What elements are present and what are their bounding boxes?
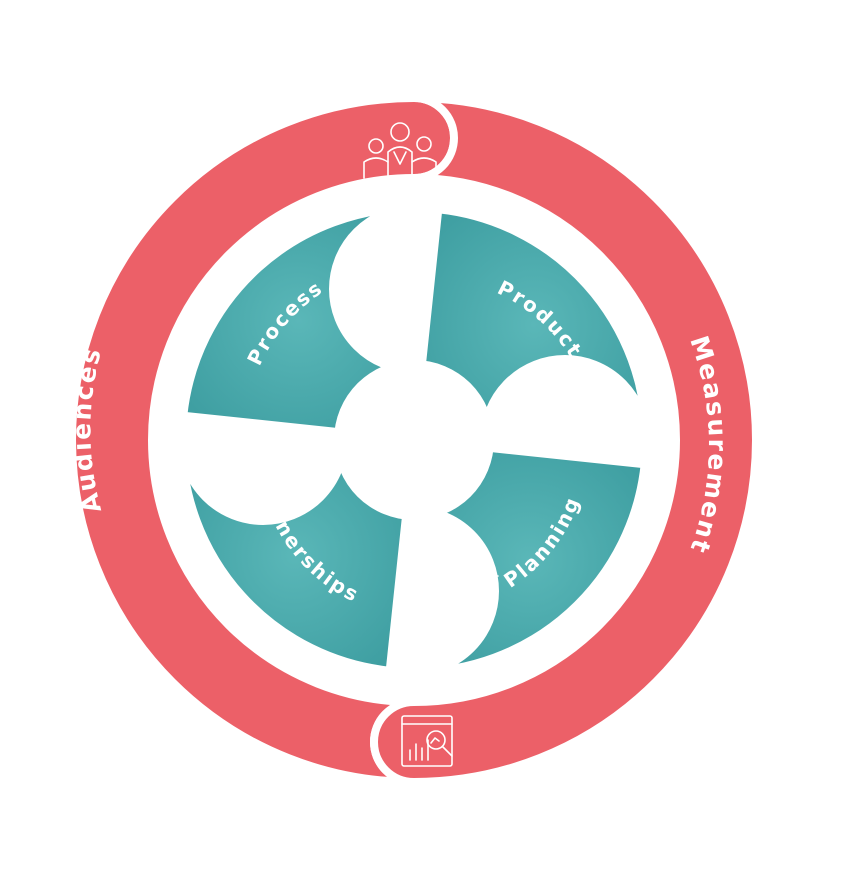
inner-cycle	[178, 204, 650, 676]
people-group-icon	[363, 122, 437, 179]
outer-ring-right-half	[370, 94, 760, 787]
handshake-icon	[227, 457, 287, 487]
analytics-dashboard-icon	[401, 715, 453, 767]
center-hole	[334, 360, 494, 520]
wrench-cycle-icon	[556, 383, 598, 433]
outer-ring	[68, 93, 760, 787]
checklist-pencil-icon	[345, 247, 397, 297]
gears-icon	[451, 563, 499, 615]
